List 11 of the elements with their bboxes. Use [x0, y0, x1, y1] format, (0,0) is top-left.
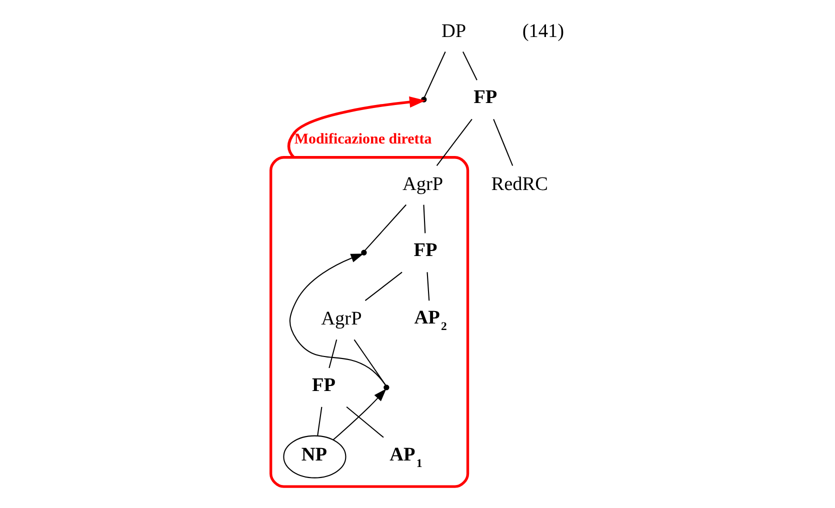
node-text: DP	[441, 20, 466, 42]
node-text: AgrP	[320, 308, 362, 330]
node-text: FP	[413, 240, 437, 262]
node-text: RedRC	[490, 174, 548, 195]
edge-label: Modificazione diretta	[294, 132, 432, 148]
node-text: FP	[312, 375, 336, 396]
node-text: FP	[473, 87, 497, 108]
label: (141)	[522, 20, 564, 42]
node-text: AP$_{2}$	[414, 308, 446, 334]
node-text: AP$_{1}$	[389, 444, 422, 470]
node-text: AgrP	[402, 174, 443, 195]
